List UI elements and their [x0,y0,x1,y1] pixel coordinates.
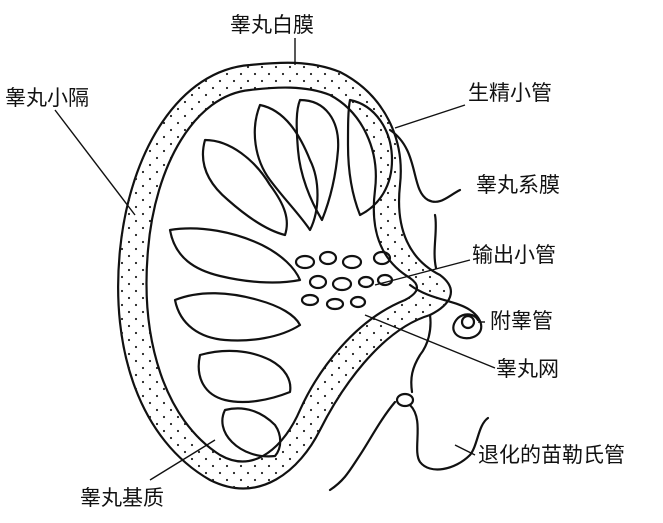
lobule-4 [203,140,287,235]
lobule-7 [199,351,291,402]
label-efferent-ductules: 输出小管 [472,243,556,267]
label-degenerated-mullerian-duct: 退化的苗勒氏管 [478,443,625,467]
vas-line [411,315,430,392]
rete-testis-loops [296,252,392,309]
lobules [170,100,392,456]
label-mesorchium: 睾丸系膜 [476,173,560,197]
label-tunica-albuginea: 睾丸白膜 [230,13,314,37]
appendix-epididymis-circle [462,316,474,328]
label-rete-testis: 睾丸网 [496,357,559,381]
label-testis-stroma: 睾丸基质 [80,486,164,510]
label-seminiferous-tubules: 生精小管 [468,81,552,105]
label-appendix-epididymis: 附睾管 [490,309,553,333]
lobule-1 [255,105,318,230]
mullerian-duct-shape [410,405,488,469]
mesorchium-vertical [435,215,436,268]
lobule-6 [175,293,300,340]
lobule-5 [170,228,300,282]
lower-conn [330,402,395,490]
label-septula-testis: 睾丸小隔 [5,86,89,110]
